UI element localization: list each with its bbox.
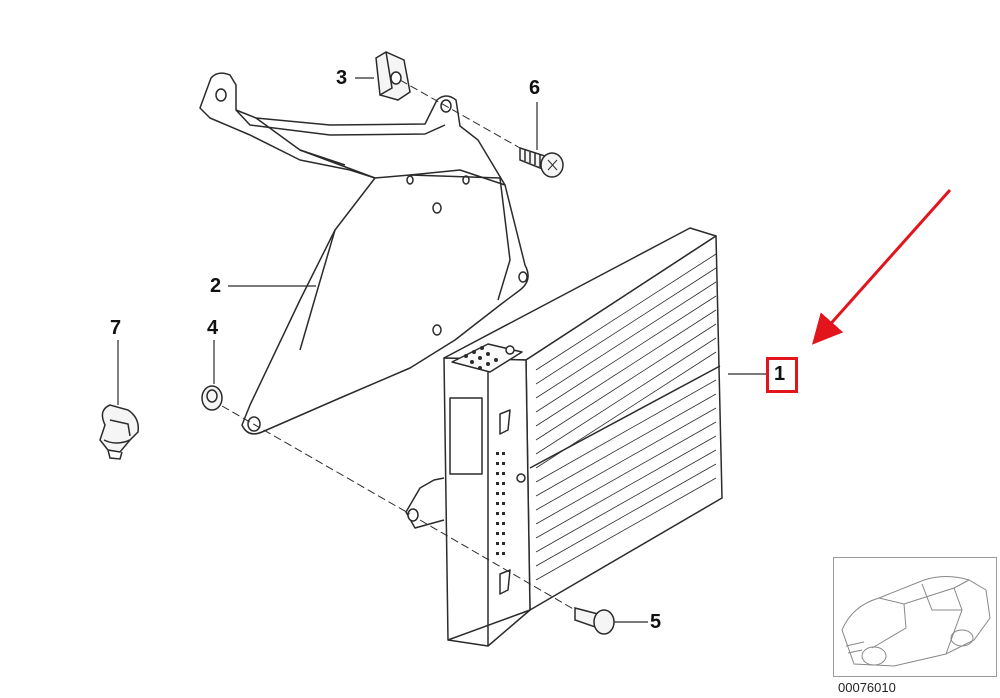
mounting-bracket <box>199 72 529 435</box>
highlight-box <box>766 357 798 393</box>
callout-part-5: 5 <box>650 611 662 633</box>
grommet <box>201 385 223 411</box>
leader-lines <box>117 77 766 623</box>
catalog-code: 00076010 <box>838 680 896 695</box>
callout-part-7: 7 <box>110 317 122 339</box>
cable-clip <box>99 404 140 460</box>
screw-upper <box>519 146 564 178</box>
red-arrow-icon <box>812 189 952 345</box>
assembly-lines <box>221 79 576 611</box>
callout-part-4: 4 <box>207 317 219 339</box>
callout-part-1: 1 <box>774 363 786 385</box>
screw-lower <box>574 607 615 635</box>
callout-part-2: 2 <box>210 275 222 297</box>
clip-nut <box>375 51 411 101</box>
callout-part-3: 3 <box>336 67 348 89</box>
car-thumbnail-icon <box>833 557 997 677</box>
control-module <box>405 227 723 647</box>
callout-part-6: 6 <box>529 77 541 99</box>
